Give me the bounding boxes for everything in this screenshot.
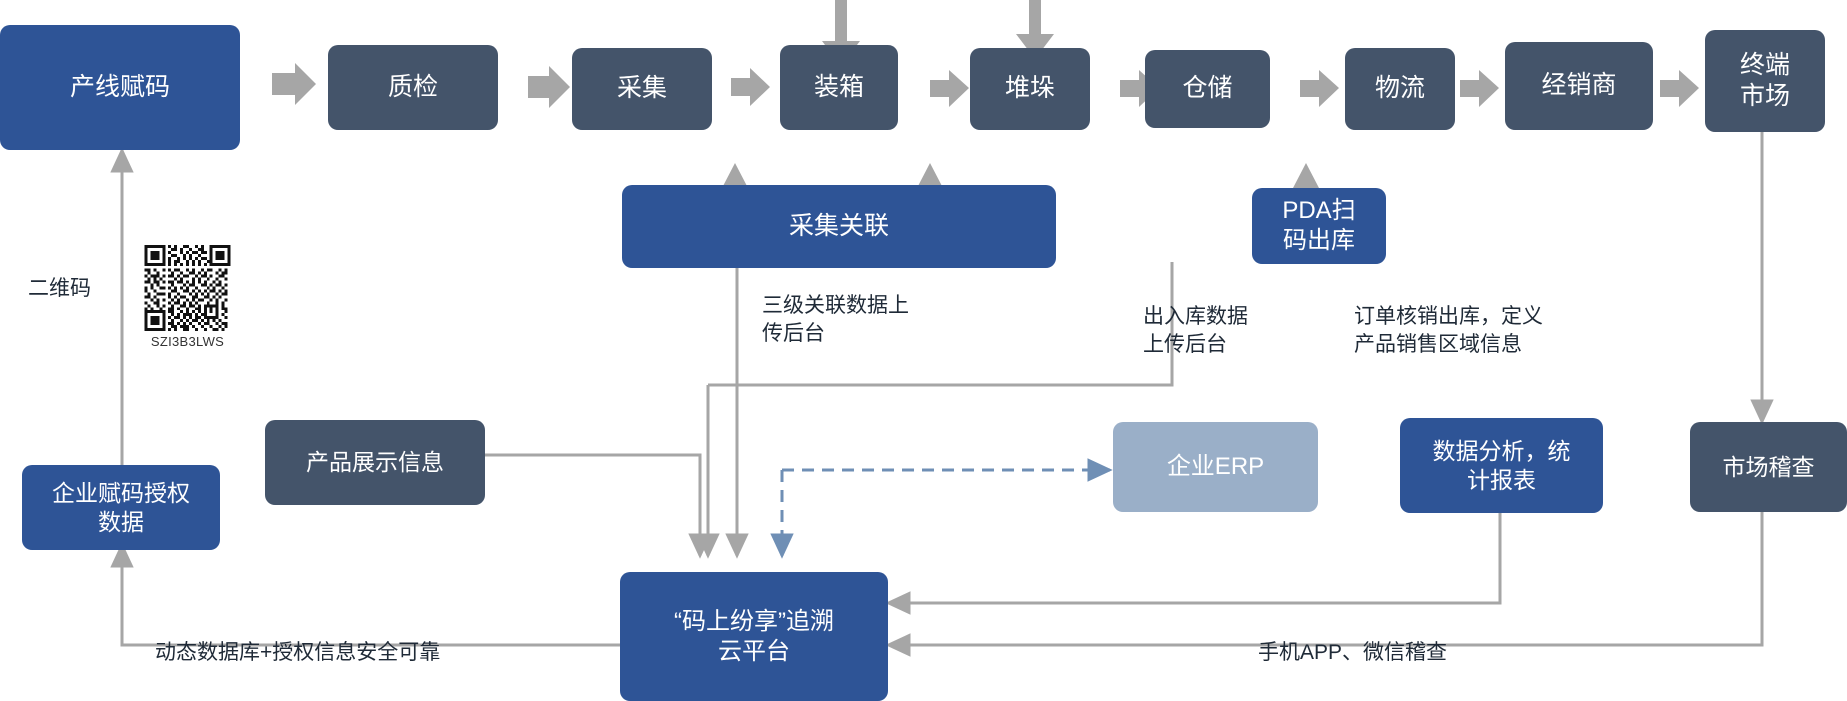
label-qr-code: 二维码	[28, 277, 91, 300]
node-terminal-market[interactable]: 终端 市场	[1705, 30, 1825, 132]
node-palletizing[interactable]: 堆垛	[970, 48, 1090, 130]
node-packing[interactable]: 装箱	[780, 45, 898, 130]
node-enterprise-erp[interactable]: 企业ERP	[1113, 422, 1318, 512]
label-mobile-app-wechat-inspection: 手机APP、微信稽查	[1258, 641, 1448, 664]
qr-code-image	[144, 245, 231, 331]
node-distributor[interactable]: 经销商	[1505, 42, 1653, 130]
node-warehousing[interactable]: 仓储	[1145, 50, 1270, 128]
node-pda-scan-outbound[interactable]: PDA扫 码出库	[1252, 188, 1386, 264]
node-enterprise-authorization-data[interactable]: 企业赋码授权 数据	[22, 465, 220, 550]
qr-code-block: SZI3B3LWS	[130, 245, 245, 349]
node-market-inspection[interactable]: 市场稽查	[1690, 422, 1847, 512]
node-cloud-traceability-platform[interactable]: “码上纷享”追溯 云平台	[620, 572, 888, 701]
node-data-analysis-reports[interactable]: 数据分析，统 计报表	[1400, 418, 1603, 513]
node-collection[interactable]: 采集	[572, 48, 712, 130]
node-product-display-info[interactable]: 产品展示信息	[265, 420, 485, 505]
label-order-verification-region: 订单核销出库，定义 产品销售区域信息	[1354, 305, 1543, 357]
qr-code-caption: SZI3B3LWS	[150, 334, 225, 349]
label-dynamic-database-security: 动态数据库+授权信息安全可靠	[155, 641, 441, 664]
node-logistics[interactable]: 物流	[1345, 48, 1455, 130]
node-production-line-coding[interactable]: 产线赋码	[0, 25, 240, 150]
label-inbound-outbound-upload: 出入库数据 上传后台	[1143, 305, 1248, 357]
node-quality-inspection[interactable]: 质检	[328, 45, 498, 130]
node-collection-association[interactable]: 采集关联	[622, 185, 1056, 268]
label-three-level-association-upload: 三级关联数据上 传后台	[762, 294, 909, 346]
